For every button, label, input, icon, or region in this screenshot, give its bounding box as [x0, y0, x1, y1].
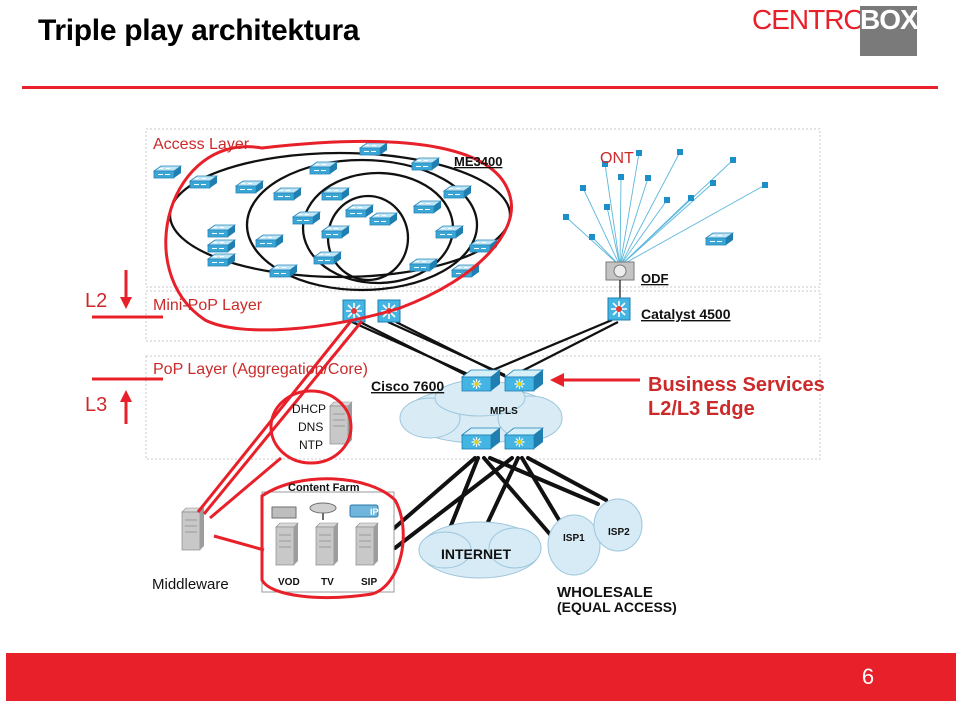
- vod-label: VOD: [278, 577, 300, 588]
- wan-links: [390, 456, 608, 550]
- ont-terminals: [563, 149, 768, 240]
- mini-pop-layer-label: Mini-PoP Layer: [153, 297, 263, 314]
- access-layer-label: Access Layer: [153, 136, 250, 153]
- title-divider: [22, 86, 938, 89]
- business-arrow: [550, 373, 640, 387]
- internet-label: INTERNET: [441, 546, 511, 562]
- dhcp-label: DHCP: [292, 402, 326, 416]
- cisco-label: Cisco 7600: [371, 378, 444, 394]
- edge-label: L2/L3 Edge: [648, 398, 755, 420]
- content-farm-label: Content Farm: [288, 482, 360, 494]
- slide-title: Triple play architektura: [38, 14, 360, 47]
- ont-fiber-lines: [565, 151, 766, 267]
- l2-label: L2: [85, 290, 107, 312]
- mini-pop-layer-box: [145, 290, 821, 342]
- catalyst-switch: [607, 297, 631, 321]
- l3-label: L3: [85, 394, 107, 416]
- equal-access-label: (EQUAL ACCESS): [557, 599, 677, 615]
- isp2-label: ISP2: [608, 527, 630, 538]
- catalyst-label: Catalyst 4500: [641, 306, 731, 322]
- internet-cloud: [418, 521, 542, 579]
- me3400-label: ME3400: [454, 154, 502, 169]
- isp-clouds: [547, 498, 643, 576]
- middleware-label: Middleware: [152, 576, 229, 593]
- middleware-server: [181, 507, 205, 551]
- access-layer-box: [145, 128, 821, 288]
- logo-text-box: BOX: [860, 6, 919, 56]
- page-number: 6: [861, 664, 875, 689]
- ntp-label: NTP: [299, 438, 323, 452]
- logo-text-centro: CENTRO: [752, 4, 865, 35]
- odf-device: [605, 261, 635, 300]
- mpls-label: MPLS: [490, 406, 518, 417]
- pop-layer-label: PoP Layer (Aggregation/Core): [153, 361, 368, 378]
- l2-arrow: [120, 270, 132, 309]
- ont-label: ONT: [600, 150, 634, 167]
- sip-label: SIP: [361, 577, 377, 588]
- business-services-label: Business Services: [648, 374, 825, 396]
- odf-label: ODF: [641, 271, 669, 286]
- isp1-label: ISP1: [563, 533, 585, 544]
- wholesale-label: WHOLESALE: [557, 584, 653, 601]
- red-annotations: [92, 139, 513, 600]
- ip-label: IP: [370, 507, 379, 517]
- content-farm: [261, 491, 395, 593]
- dns-label: DNS: [298, 420, 323, 434]
- l3-arrow: [120, 390, 132, 424]
- footer-bar: [6, 653, 956, 701]
- tv-label: TV: [321, 577, 334, 588]
